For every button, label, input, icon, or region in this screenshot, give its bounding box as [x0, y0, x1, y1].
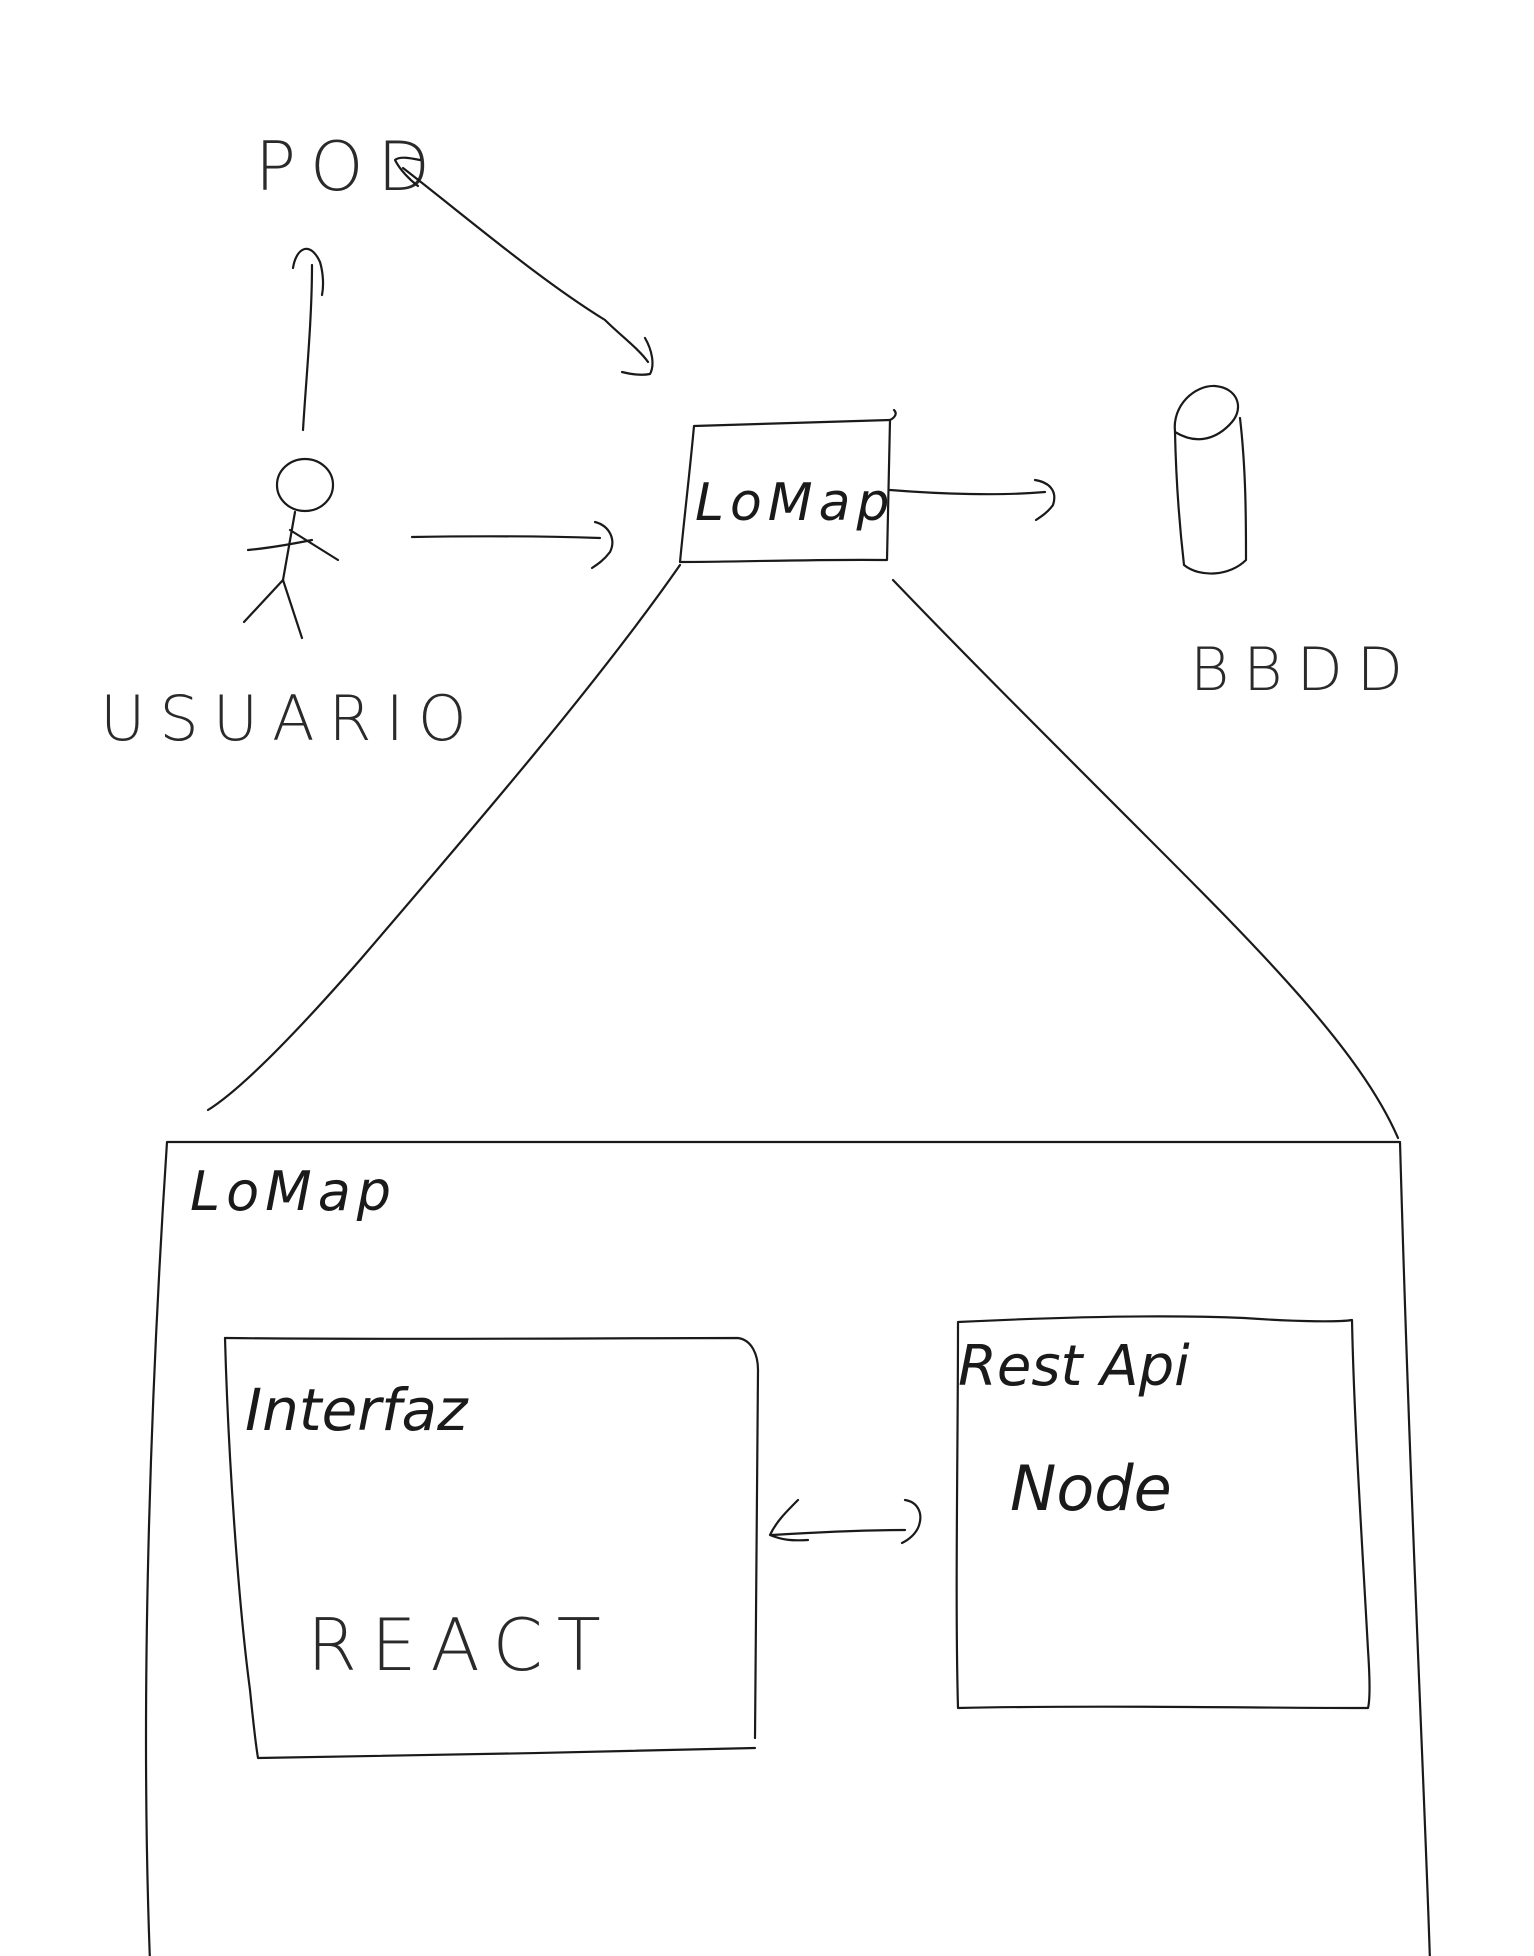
lomap-container-label: LoMap: [190, 1160, 397, 1223]
pod-label: POD: [255, 128, 444, 207]
restapi-box: Rest Api Node: [955, 1315, 1371, 1710]
interfaz-box: Interfaz REACT: [223, 1336, 760, 1760]
zoom-lines: [206, 563, 1400, 1140]
pod-node: POD: [255, 128, 444, 207]
react-label: REACT: [307, 1603, 615, 1687]
lomap-node-label: LoMap: [695, 473, 896, 533]
arrow-usuario-to-lomap: [410, 520, 614, 570]
restapi-label: Rest Api: [958, 1334, 1190, 1399]
database-icon: [1173, 384, 1248, 575]
arrow-usuario-to-pod: [291, 247, 325, 432]
bbdd-node: BBDD: [1173, 384, 1417, 705]
usuario-label: USUARIO: [100, 682, 481, 755]
user-icon: [242, 457, 340, 640]
bbdd-label: BBDD: [1190, 635, 1417, 705]
node-label: Node: [1010, 1452, 1172, 1525]
arrow-lomap-to-bbdd: [888, 478, 1056, 522]
interfaz-label: Interfaz: [245, 1376, 469, 1444]
lomap-node: LoMap: [678, 408, 897, 564]
arrow-interfaz-restapi: [768, 1498, 922, 1545]
arrow-pod-lomap: [393, 156, 654, 376]
usuario-node: USUARIO: [100, 457, 481, 755]
lomap-container: LoMap: [144, 1140, 1431, 1956]
